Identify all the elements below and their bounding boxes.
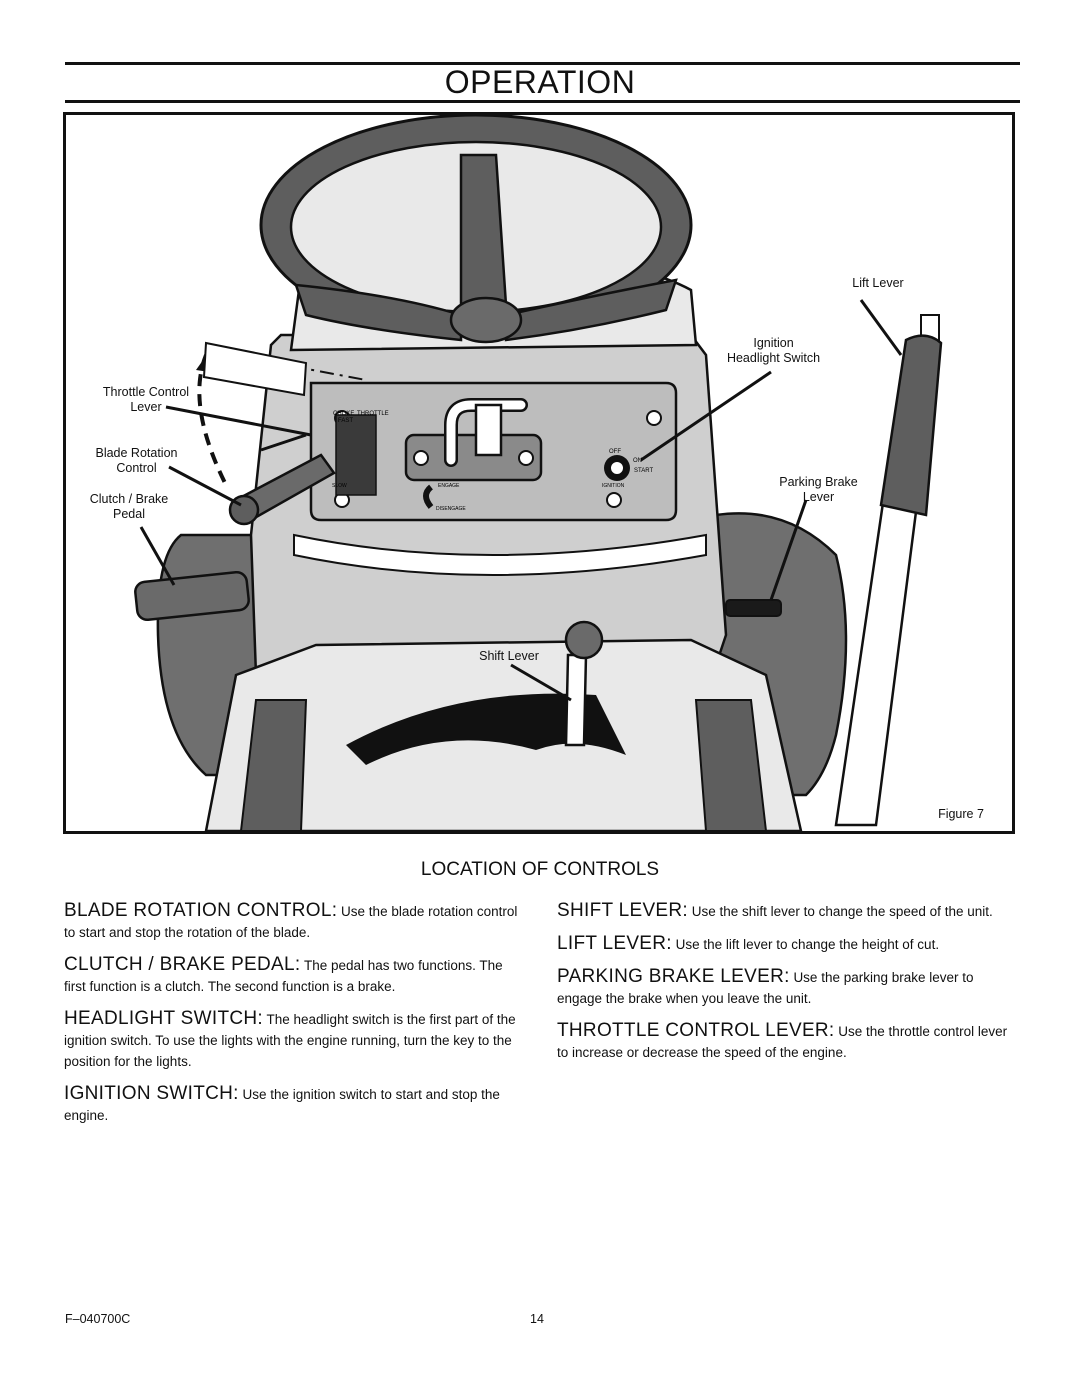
tractor-controls-illustration: CHOKE FAST THROTTLE SLOW ENGAGE DISENGAG… (134, 115, 943, 831)
panel-label-disengage: DISENGAGE (436, 506, 466, 512)
steering-spoke-right (504, 278, 678, 342)
lift-lever-leader (859, 299, 903, 356)
entry-text: Use the parking brake lever to engage th… (557, 970, 974, 1006)
callout-clutch-brake-pedal: Clutch / Brake Pedal (89, 492, 169, 521)
panel-screw (646, 410, 662, 426)
entry-text: The pedal has two functions. The first f… (64, 958, 503, 994)
entry-term: BLADE ROTATION CONTROL: (64, 900, 338, 921)
entry-term: LIFT LEVER: (557, 933, 672, 954)
panel-label-fast: FAST (338, 418, 353, 424)
entry-term: IGNITION SWITCH: (64, 1083, 239, 1104)
entry-clutch-brake-pedal: CLUTCH / BRAKE PEDAL: The pedal has two … (64, 954, 527, 997)
entry-headlight-switch: HEADLIGHT SWITCH: The headlight switch i… (64, 1008, 527, 1072)
throttle-slot (335, 414, 377, 496)
controls-figure: CHOKE FAST THROTTLE SLOW ENGAGE DISENGAG… (63, 112, 1015, 834)
panel-screw (413, 450, 429, 466)
engage-arrow (423, 484, 434, 509)
entry-term: PARKING BRAKE LEVER: (557, 966, 790, 987)
blade-rotation-leader (168, 465, 242, 507)
panel-label-engage: ENGAGE (438, 483, 460, 489)
entry-blade-rotation-control: BLADE ROTATION CONTROL: Use the blade ro… (64, 900, 527, 943)
figure-caption: Figure 7 (938, 807, 984, 821)
steering-column (474, 403, 503, 457)
entry-lift-lever: LIFT LEVER: Use the lift lever to change… (557, 933, 1020, 955)
right-column: SHIFT LEVER: Use the shift lever to chan… (557, 900, 1020, 1074)
parking-brake-lever (725, 599, 782, 617)
entry-throttle-control-lever: THROTTLE CONTROL LEVER: Use the throttle… (557, 1020, 1020, 1063)
steering-spoke-left (294, 283, 463, 342)
document-code: F–040700C (65, 1312, 131, 1326)
blade-rotation-rod-fill (446, 400, 526, 465)
steering-hub (449, 296, 523, 344)
throttle-leader (165, 405, 312, 437)
entry-parking-brake-lever: PARKING BRAKE LEVER: Use the parking bra… (557, 966, 1020, 1009)
panel-highlight (293, 533, 707, 576)
entry-term: SHIFT LEVER: (557, 900, 689, 921)
page-number: 14 (530, 1312, 544, 1326)
callout-ignition-headlight-switch: Ignition Headlight Switch (726, 336, 821, 365)
bottom-rule (65, 100, 1020, 103)
ignition-leader (640, 370, 772, 462)
panel-label-on: ON (633, 458, 642, 464)
panel-screw (518, 450, 534, 466)
top-rule (65, 62, 1020, 65)
panel-label-slow: SLOW (332, 483, 347, 489)
blade-control-box (404, 433, 543, 482)
callout-blade-rotation-control: Blade Rotation Control (95, 446, 178, 475)
callout-parking-brake-lever: Parking Brake Lever (779, 475, 858, 504)
lift-lever-grip (879, 334, 943, 517)
throttle-shaft (260, 433, 307, 452)
panel-label-start: START (634, 468, 653, 474)
entry-text: Use the ignition switch to start and sto… (64, 1087, 500, 1123)
callout-lift-lever: Lift Lever (852, 276, 904, 290)
right-floor-mat (694, 699, 768, 831)
entry-ignition-switch: IGNITION SWITCH: Use the ignition switch… (64, 1083, 527, 1126)
entry-text: Use the throttle control lever to increa… (557, 1024, 1008, 1060)
callout-throttle-control-lever: Throttle Control Lever (102, 385, 190, 414)
entry-term: THROTTLE CONTROL LEVER: (557, 1020, 835, 1041)
panel-screw (606, 492, 622, 508)
throttle-ghost-handle (202, 341, 308, 397)
entry-text: Use the blade rotation control to start … (64, 904, 518, 940)
shift-lever-slot (346, 693, 626, 765)
parking-brake-leader (769, 499, 808, 601)
left-floor-mat (239, 699, 308, 831)
page-title: OPERATION (444, 64, 636, 100)
section-title: LOCATION OF CONTROLS (420, 859, 660, 880)
shift-lever-leader (510, 663, 572, 702)
entry-text: The headlight switch is the first part o… (64, 1012, 516, 1069)
shift-lever-knob (564, 620, 604, 660)
entry-term: HEADLIGHT SWITCH: (64, 1008, 263, 1029)
panel-label-throttle: THROTTLE (357, 411, 389, 417)
entry-text: Use the shift lever to change the speed … (691, 904, 993, 919)
entry-term: CLUTCH / BRAKE PEDAL: (64, 954, 301, 975)
ignition-key-slot (609, 460, 625, 476)
panel-label-choke: CHOKE (333, 411, 354, 417)
callout-shift-lever: Shift Lever (479, 649, 539, 663)
entry-shift-lever: SHIFT LEVER: Use the shift lever to chan… (557, 900, 1020, 922)
clutch-brake-pedal (134, 570, 250, 622)
entry-text: Use the lift lever to change the height … (675, 937, 940, 952)
panel-label-ignition: IGNITION (602, 483, 625, 489)
left-column: BLADE ROTATION CONTROL: Use the blade ro… (64, 900, 527, 1137)
clutch-brake-leader (139, 526, 176, 586)
panel-label-off: OFF (609, 449, 621, 455)
